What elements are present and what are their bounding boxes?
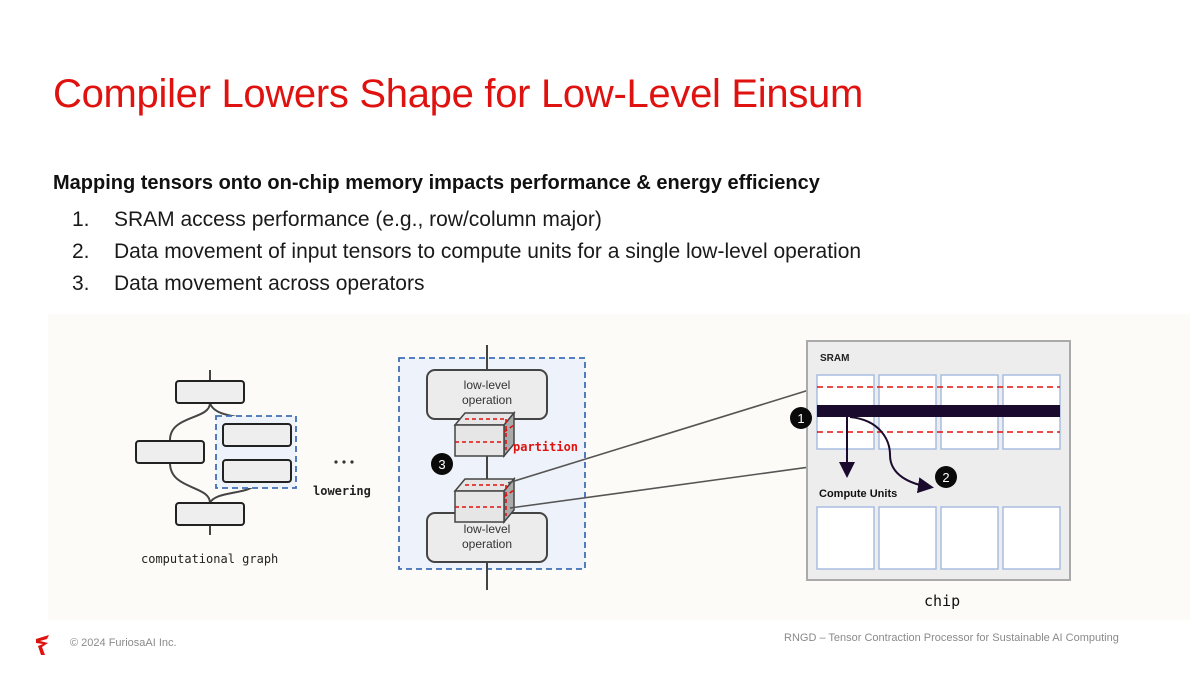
tensor-cube-bottom (453, 476, 516, 525)
compute-unit-cell (878, 506, 937, 570)
slide-subtitle: Mapping tensors onto on-chip memory impa… (53, 172, 820, 194)
list-item: 3. Data movement across operators (72, 272, 861, 304)
list-item: 2. Data movement of input tensors to com… (72, 240, 861, 272)
compute-unit-cell (816, 506, 875, 570)
arrow-curved-data-movement (849, 416, 934, 494)
svg-text:1: 1 (797, 411, 804, 426)
graph-node (222, 423, 292, 447)
chip-label: chip (924, 592, 961, 610)
op-top-label: low-level operation (427, 378, 547, 408)
svg-text:2: 2 (942, 470, 949, 485)
sram-label: SRAM (820, 353, 850, 364)
op-bottom-label-line1: low-level (463, 522, 511, 536)
projection-line (507, 385, 823, 484)
presentation-title: RNGD – Tensor Contraction Processor for … (784, 632, 1119, 644)
op-top-label-line2: operation (461, 393, 513, 407)
compute-units-label: Compute Units (819, 488, 898, 500)
list-number: 2. (72, 240, 90, 263)
partition-label: partition (513, 440, 579, 454)
badge-2: 2 (935, 466, 957, 488)
compute-unit-cells (816, 506, 1061, 570)
tensor-cube-top (453, 410, 516, 459)
ellipsis-dots (334, 460, 354, 464)
furiosa-logo-icon (36, 635, 49, 655)
points-list: 1. SRAM access performance (e.g., row/co… (72, 208, 861, 304)
compute-unit-cell (1002, 506, 1061, 570)
copyright: © 2024 FuriosaAI Inc. (70, 637, 177, 649)
op-top-label-line1: low-level (463, 378, 511, 392)
graph-node (135, 440, 205, 464)
lowering-label: lowering (313, 484, 371, 498)
list-number: 1. (72, 208, 90, 231)
graph-label: computational graph (141, 552, 279, 566)
graph-edge (169, 402, 211, 441)
list-text: Data movement across operators (114, 272, 425, 295)
list-number: 3. (72, 272, 90, 295)
compute-unit-cell (940, 506, 999, 570)
badge-1: 1 (790, 407, 812, 429)
graph-node (175, 380, 245, 404)
slide-title: Compiler Lowers Shape for Low-Level Eins… (53, 72, 863, 116)
list-text: Data movement of input tensors to comput… (114, 240, 862, 263)
svg-text:3: 3 (438, 457, 445, 472)
list-item: 1. SRAM access performance (e.g., row/co… (72, 208, 861, 240)
op-bottom-label-line2: operation (461, 537, 513, 551)
op-bottom-label: low-level operation (427, 522, 547, 552)
graph-node (222, 459, 292, 483)
sram-accessed-row (817, 405, 1060, 417)
list-text: SRAM access performance (e.g., row/colum… (114, 208, 602, 231)
graph-node (175, 502, 245, 526)
badge-3: 3 (431, 453, 453, 475)
graph-edge (169, 462, 211, 504)
